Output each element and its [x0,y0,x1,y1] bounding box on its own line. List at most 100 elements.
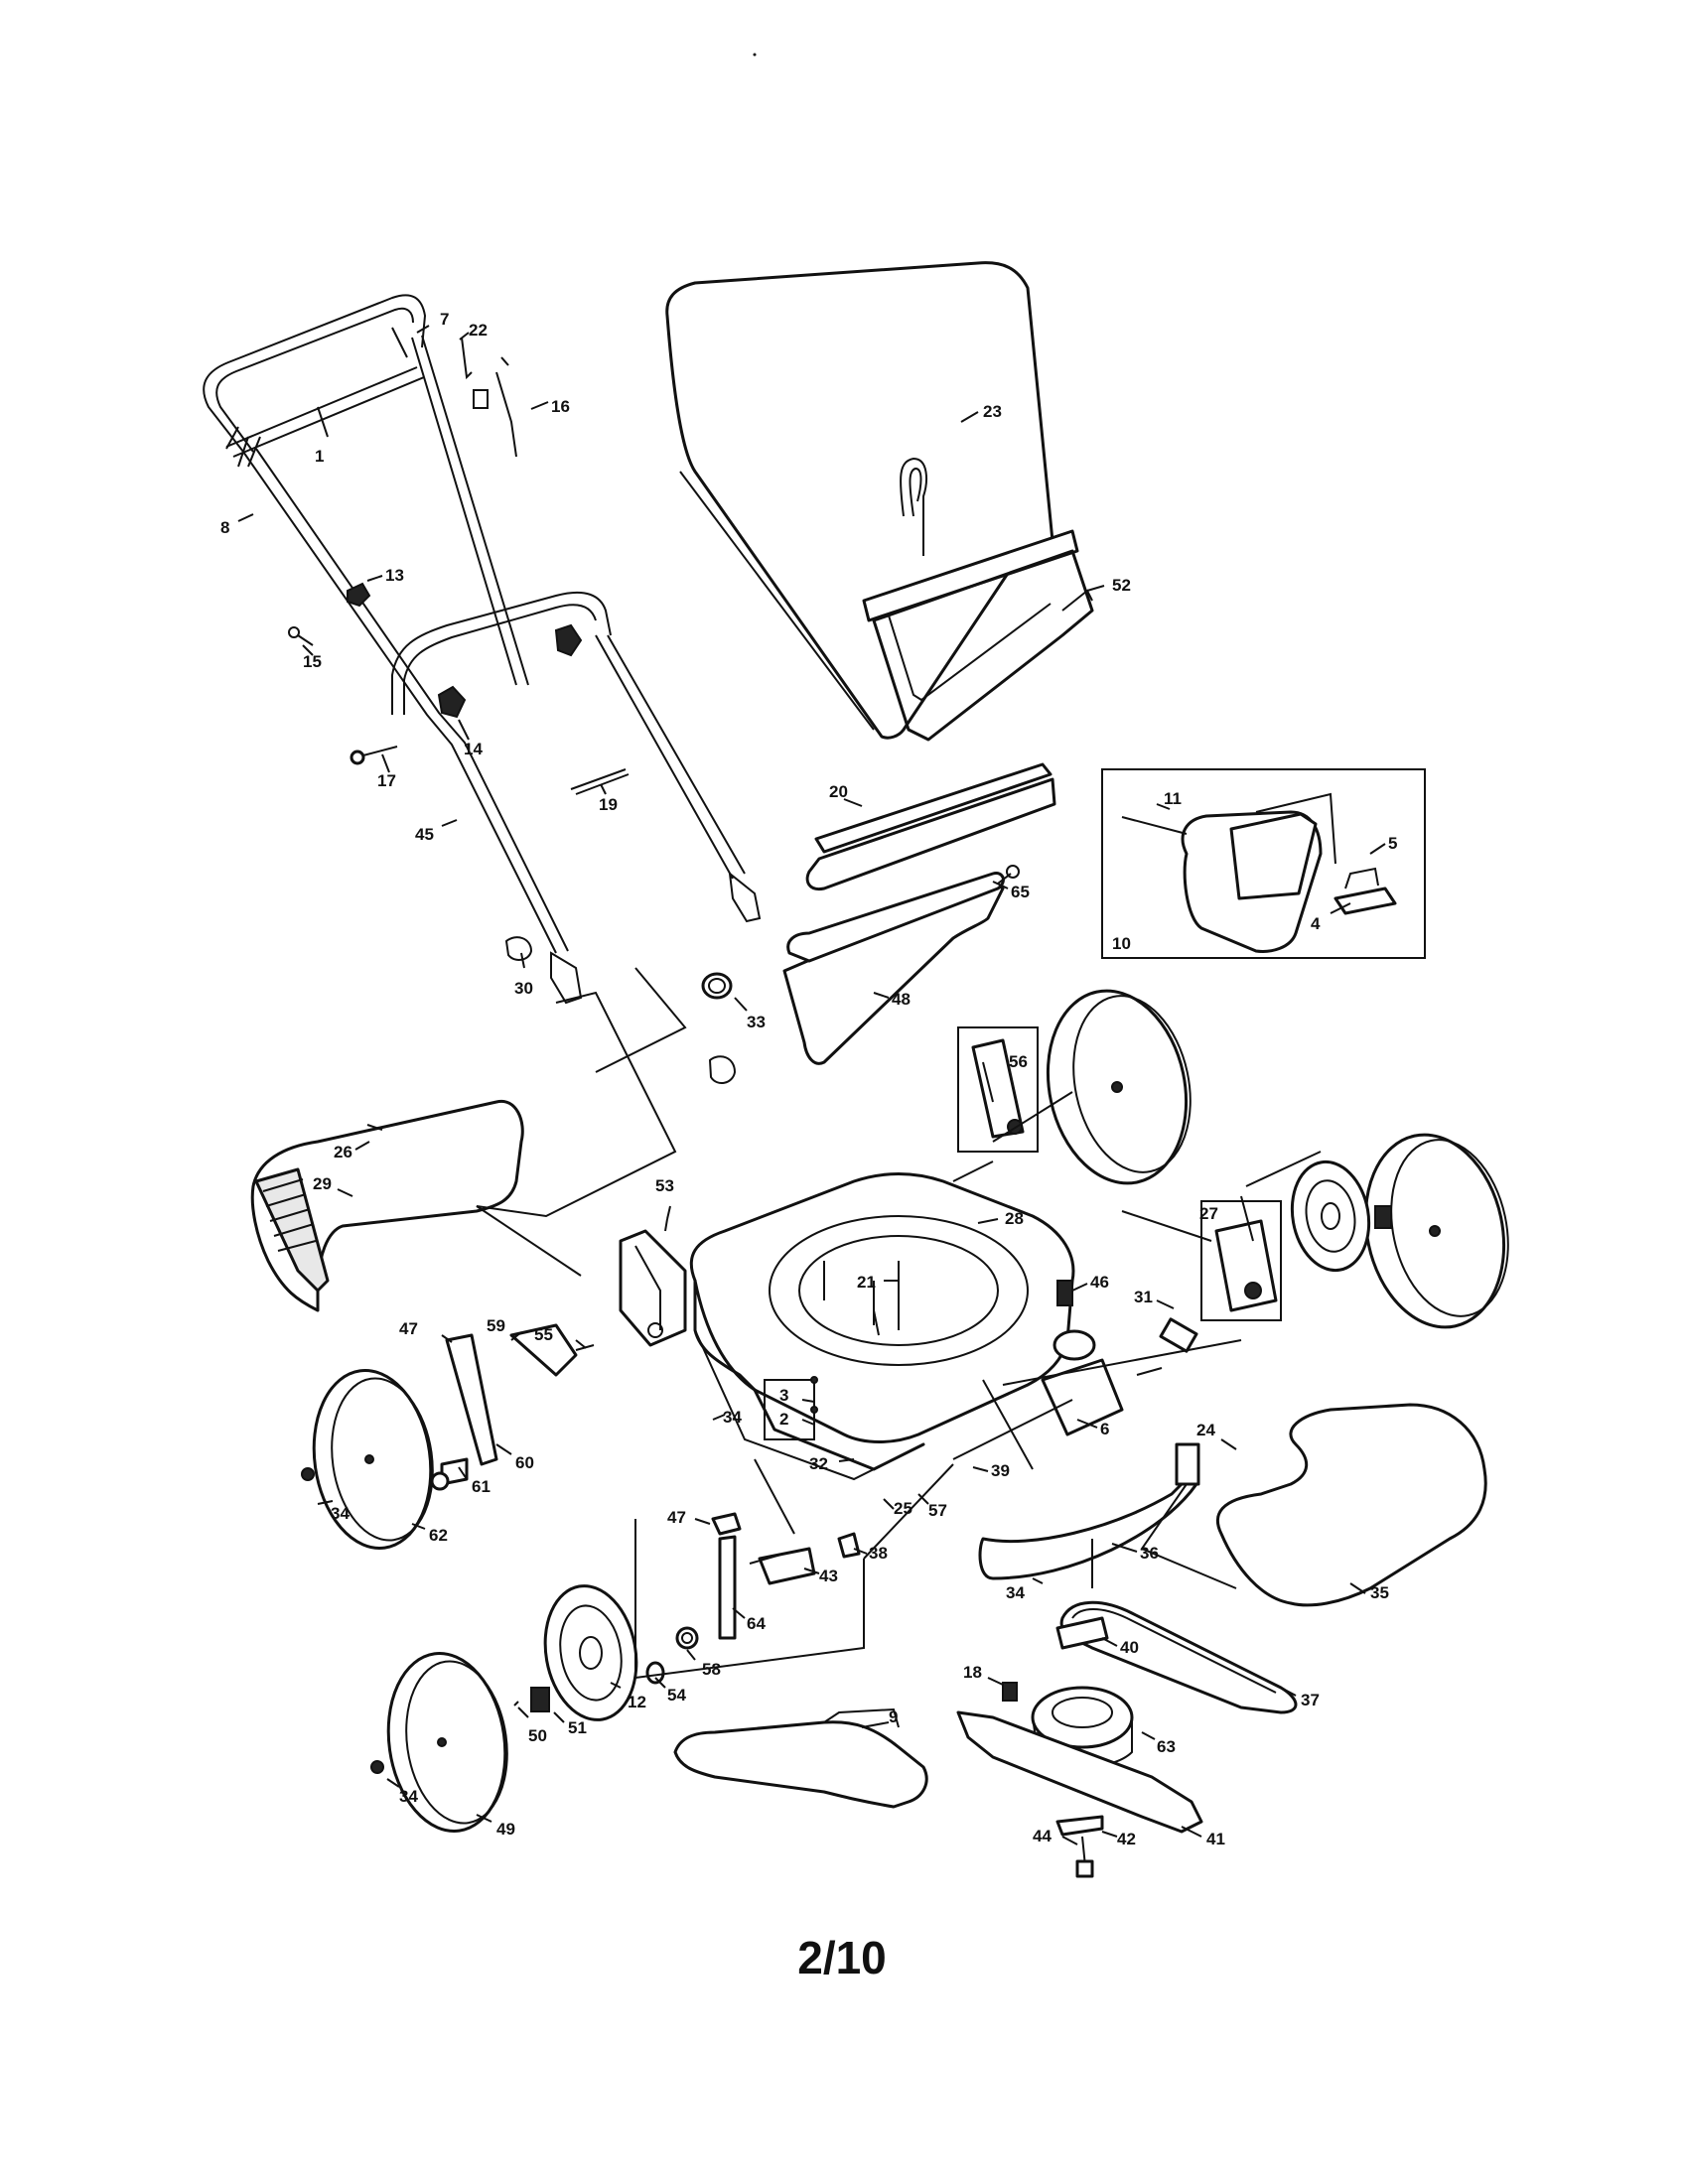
callout-30: 30 [514,952,533,998]
front-wheel-upper-left [301,1369,434,1550]
svg-text:48: 48 [892,990,911,1009]
callout-3: 3 [779,1386,815,1405]
svg-text:16: 16 [551,397,570,416]
front-axle-parts [430,1333,861,1685]
svg-text:20: 20 [829,782,848,801]
callout-16: 16 [530,397,570,416]
svg-text:47: 47 [667,1508,686,1527]
callout-42: 42 [1101,1830,1136,1848]
callout-48: 48 [873,990,911,1009]
callout-34d: 34 [386,1778,418,1806]
callout-21: 21 [857,1273,899,1292]
svg-text:61: 61 [472,1477,491,1496]
callout-9: 9 [861,1707,898,1728]
svg-text:34: 34 [723,1408,742,1427]
svg-text:18: 18 [963,1663,982,1682]
svg-text:60: 60 [515,1453,534,1472]
deck-hardware [873,1280,1073,1336]
svg-text:7: 7 [440,310,449,329]
callout-47b: 47 [667,1508,711,1527]
callout-51: 51 [553,1711,587,1737]
callout-39: 39 [972,1461,1010,1480]
callout-64: 64 [732,1607,766,1633]
drive-pulley [1055,1616,1109,1650]
svg-text:13: 13 [385,566,404,585]
svg-text:15: 15 [303,652,322,671]
svg-text:26: 26 [334,1143,352,1161]
callout-34b: 34 [317,1500,350,1523]
svg-text:39: 39 [991,1461,1010,1480]
callout-25: 25 [883,1498,912,1518]
svg-text:36: 36 [1140,1544,1159,1563]
svg-text:63: 63 [1157,1737,1176,1756]
discharge-chute [673,1707,928,1809]
callout-13: 13 [366,566,404,585]
bag-frame-bar [805,762,1056,891]
svg-text:19: 19 [599,795,618,814]
callout-2: 2 [779,1410,815,1429]
svg-text:10: 10 [1112,934,1131,953]
svg-text:28: 28 [1005,1209,1024,1228]
callout-53: 53 [655,1176,674,1220]
svg-text:52: 52 [1112,576,1131,595]
callout-36: 36 [1111,1543,1159,1563]
callout-34a: 34 [712,1408,742,1427]
callout-26: 26 [334,1141,370,1161]
callout-1: 1 [315,406,329,466]
svg-text:33: 33 [747,1013,766,1031]
svg-text:21: 21 [857,1273,876,1292]
svg-text:37: 37 [1301,1691,1320,1709]
svg-text:8: 8 [220,518,229,537]
callout-61: 61 [458,1466,491,1496]
svg-text:40: 40 [1120,1638,1139,1657]
callout-19: 19 [599,783,618,814]
scan-dot [753,53,757,57]
svg-text:25: 25 [894,1499,912,1518]
lower-handle-right [391,591,762,923]
svg-text:45: 45 [415,825,434,844]
callout-34c: 34 [1006,1577,1044,1602]
svg-text:47: 47 [399,1319,418,1338]
callout-6: 6 [1076,1419,1109,1438]
height-adjuster-56 [957,1026,1039,1153]
callout-18: 18 [963,1663,1004,1686]
svg-text:9: 9 [889,1707,898,1726]
callout-27: 27 [1199,1204,1218,1223]
callout-8: 8 [220,513,254,537]
callout-5: 5 [1369,834,1397,855]
deck-baffle [978,1442,1200,1580]
callout-63: 63 [1141,1731,1176,1756]
svg-text:17: 17 [377,771,396,790]
callout-24: 24 [1196,1421,1237,1450]
svg-text:51: 51 [568,1718,587,1737]
svg-text:32: 32 [809,1454,828,1473]
front-height-bracket [509,1218,687,1377]
svg-text:12: 12 [628,1693,646,1711]
callout-10: 10 [1112,934,1131,953]
callout-43: 43 [803,1567,838,1585]
svg-text:58: 58 [702,1660,721,1679]
callout-labels: 1 2 3 4 5 6 7 8 9 10 11 12 13 14 15 16 1… [220,310,1397,1848]
svg-text:56: 56 [1009,1052,1028,1071]
transmission [952,1317,1242,1460]
svg-text:55: 55 [534,1325,553,1344]
svg-text:11: 11 [1164,789,1182,808]
callout-44: 44 [1033,1827,1078,1845]
svg-text:1: 1 [315,447,324,466]
handle-hardware [288,337,737,1084]
svg-text:62: 62 [429,1526,448,1545]
callout-31: 31 [1134,1288,1175,1309]
svg-text:30: 30 [514,979,533,998]
svg-text:2: 2 [779,1410,788,1429]
hinge-spring [701,972,733,1000]
callout-59: 59 [487,1316,522,1341]
svg-text:49: 49 [496,1820,515,1839]
callout-15: 15 [302,644,322,671]
callout-17: 17 [377,753,396,790]
callout-60: 60 [495,1443,534,1472]
callout-49: 49 [476,1814,515,1839]
svg-text:3: 3 [779,1386,788,1405]
rear-baffle [1215,1403,1487,1607]
svg-text:27: 27 [1199,1204,1218,1223]
